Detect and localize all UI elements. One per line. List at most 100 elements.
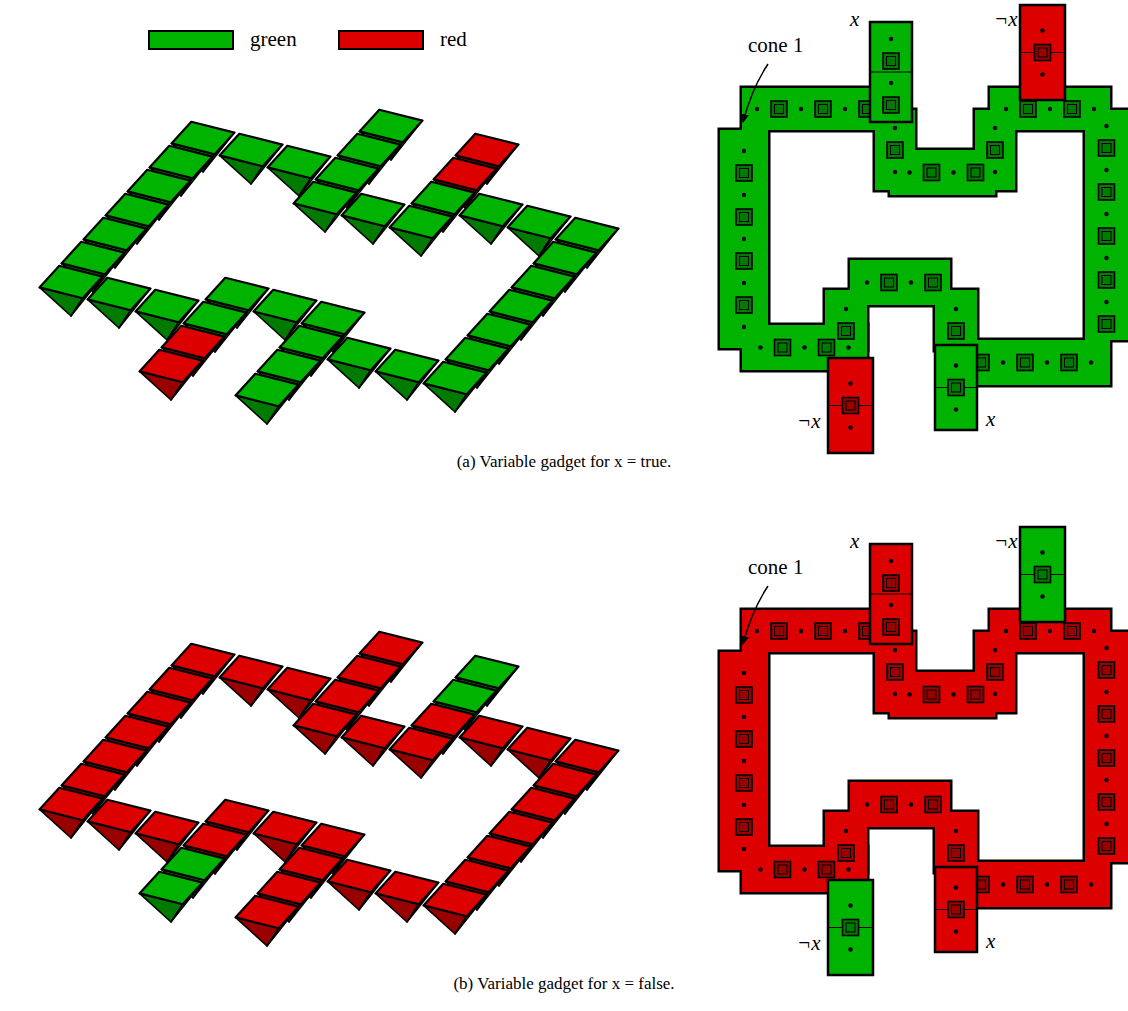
cone-square xyxy=(740,213,749,222)
cone-dot xyxy=(889,559,893,563)
gadget-schematic xyxy=(720,5,1128,453)
tile-divider xyxy=(870,72,912,73)
cone-square xyxy=(1099,750,1115,766)
cone-square xyxy=(1102,188,1111,197)
cone-square xyxy=(1065,880,1074,889)
cone-square xyxy=(991,146,1000,155)
cone-dot xyxy=(755,107,759,111)
cone-dot xyxy=(1089,360,1093,364)
gadget-schematic xyxy=(720,527,1128,975)
cone-dot xyxy=(758,867,762,871)
cone-square xyxy=(740,823,749,832)
cone-square xyxy=(1035,45,1051,61)
cone-square xyxy=(952,383,961,392)
cone-square xyxy=(927,168,936,177)
cone-dot xyxy=(1104,124,1108,128)
cone-square xyxy=(929,278,938,287)
cone-square xyxy=(1102,144,1111,153)
cone-square xyxy=(1102,798,1111,807)
legend-swatch xyxy=(148,30,234,50)
cone-square xyxy=(1038,48,1047,57)
cone-square xyxy=(952,905,961,914)
literal-label: ¬x xyxy=(994,530,1018,553)
literal-label: ¬x xyxy=(994,8,1018,31)
cone-square xyxy=(740,301,749,310)
cone-dot xyxy=(1104,822,1108,826)
cone-dot xyxy=(1092,107,1096,111)
cone-square xyxy=(924,687,940,703)
cone-square xyxy=(819,862,835,878)
cone-square xyxy=(1102,710,1111,719)
cone-square xyxy=(736,253,752,269)
cone-square xyxy=(1024,627,1033,636)
arm-fill xyxy=(870,22,912,122)
cone-square xyxy=(1035,567,1051,583)
cone-square xyxy=(1099,272,1115,288)
cone-square xyxy=(883,97,899,113)
cone-dot xyxy=(1104,300,1108,304)
cone-square xyxy=(883,575,899,591)
cone-square xyxy=(1102,666,1111,675)
cone-square xyxy=(929,800,938,809)
cone-dot xyxy=(893,170,897,174)
band-outline xyxy=(742,610,882,652)
cone-top xyxy=(390,206,453,238)
leader-line xyxy=(743,586,768,644)
cone-dot xyxy=(893,692,897,696)
cone-square xyxy=(1099,184,1115,200)
cone-square xyxy=(948,380,964,396)
cone-square xyxy=(843,920,859,936)
legend-text: green xyxy=(250,28,297,51)
cone-square xyxy=(887,664,903,680)
cone-dot xyxy=(993,126,997,130)
cone-square xyxy=(891,668,900,677)
cone-dot xyxy=(848,381,852,385)
cone-dot xyxy=(742,193,746,197)
cone-dot xyxy=(1045,360,1049,364)
band-fill xyxy=(1085,632,1128,862)
cone-square xyxy=(1102,842,1111,851)
arm-fill xyxy=(1020,527,1065,622)
cone-square xyxy=(1017,355,1033,371)
cone-dot xyxy=(843,629,847,633)
cone-dot xyxy=(848,947,852,951)
cone-square xyxy=(991,668,1000,677)
cone-square xyxy=(736,165,752,181)
cone-square xyxy=(885,800,894,809)
cone-square xyxy=(1020,101,1036,117)
cone-dot xyxy=(1045,882,1049,886)
cone-dot xyxy=(844,307,848,311)
caption: (a) Variable gadget for x = true. xyxy=(0,452,1128,472)
cone-dot xyxy=(951,692,955,696)
cone-dot xyxy=(1104,256,1108,260)
cone-dot xyxy=(799,107,803,111)
tile-divider xyxy=(870,594,912,595)
cone-square xyxy=(1099,228,1115,244)
cone-dot xyxy=(954,307,958,311)
cone-top xyxy=(424,362,487,394)
cone-dot xyxy=(954,363,958,367)
cone-square xyxy=(968,687,984,703)
cone-square xyxy=(971,168,980,177)
cone-square xyxy=(968,165,984,181)
cone-square xyxy=(1099,794,1115,810)
cone-square xyxy=(736,775,752,791)
legend-swatch xyxy=(338,30,424,50)
literal-label: x xyxy=(986,930,995,953)
cone-dot xyxy=(844,829,848,833)
cone-square xyxy=(1038,570,1047,579)
cone-dot xyxy=(907,170,911,174)
cone-square xyxy=(740,257,749,266)
cone-dot xyxy=(742,149,746,153)
cone-square xyxy=(987,142,1003,158)
band-fill xyxy=(742,88,882,130)
cone-dot xyxy=(1040,594,1044,598)
cone-square xyxy=(819,340,835,356)
cone-square xyxy=(771,623,787,639)
cone-square xyxy=(987,664,1003,680)
cone-square xyxy=(1099,706,1115,722)
cone-square xyxy=(1064,623,1080,639)
cone-dot xyxy=(954,407,958,411)
cone-square xyxy=(1024,105,1033,114)
cone-dot xyxy=(848,903,852,907)
